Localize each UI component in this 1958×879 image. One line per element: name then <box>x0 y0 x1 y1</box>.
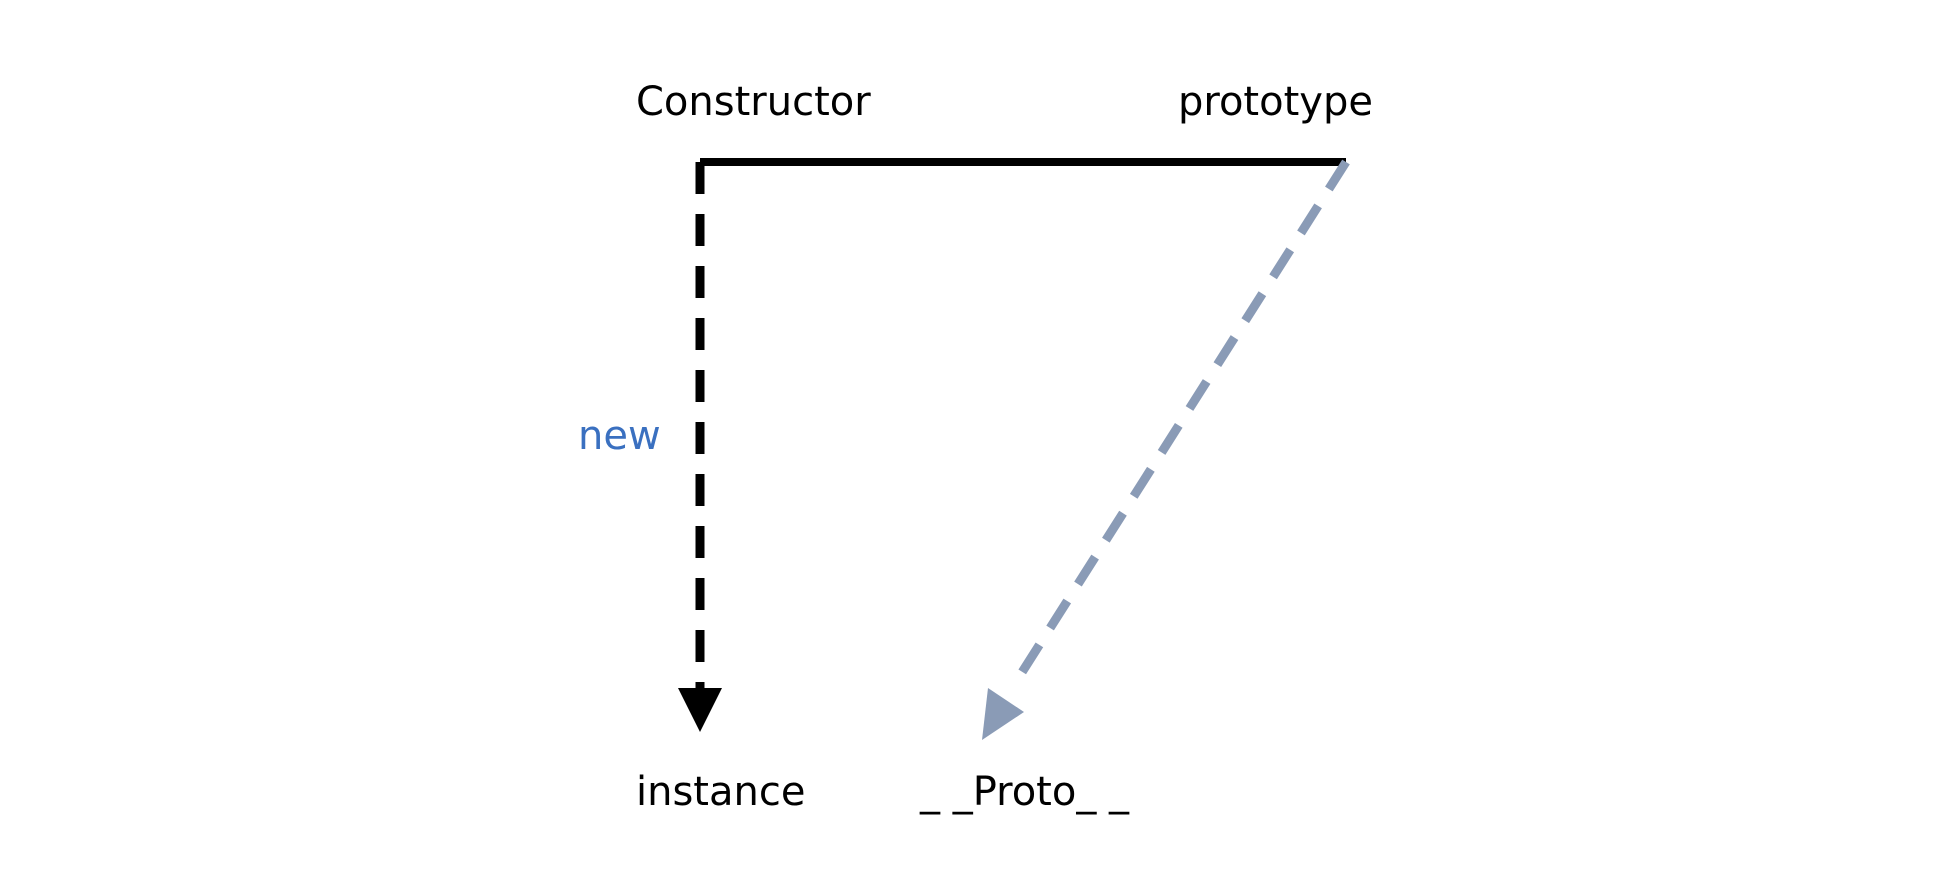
proto-label: _ _Proto_ _ <box>920 769 1130 815</box>
proto-arrow-head <box>982 688 1024 740</box>
new-arrow-head <box>678 688 722 732</box>
new-label: new <box>578 413 661 459</box>
prototype-label: prototype <box>1178 79 1373 125</box>
instance-label: instance <box>636 769 806 815</box>
constructor-label: Constructor <box>636 79 871 125</box>
proto-arrow-line <box>1008 159 1350 691</box>
